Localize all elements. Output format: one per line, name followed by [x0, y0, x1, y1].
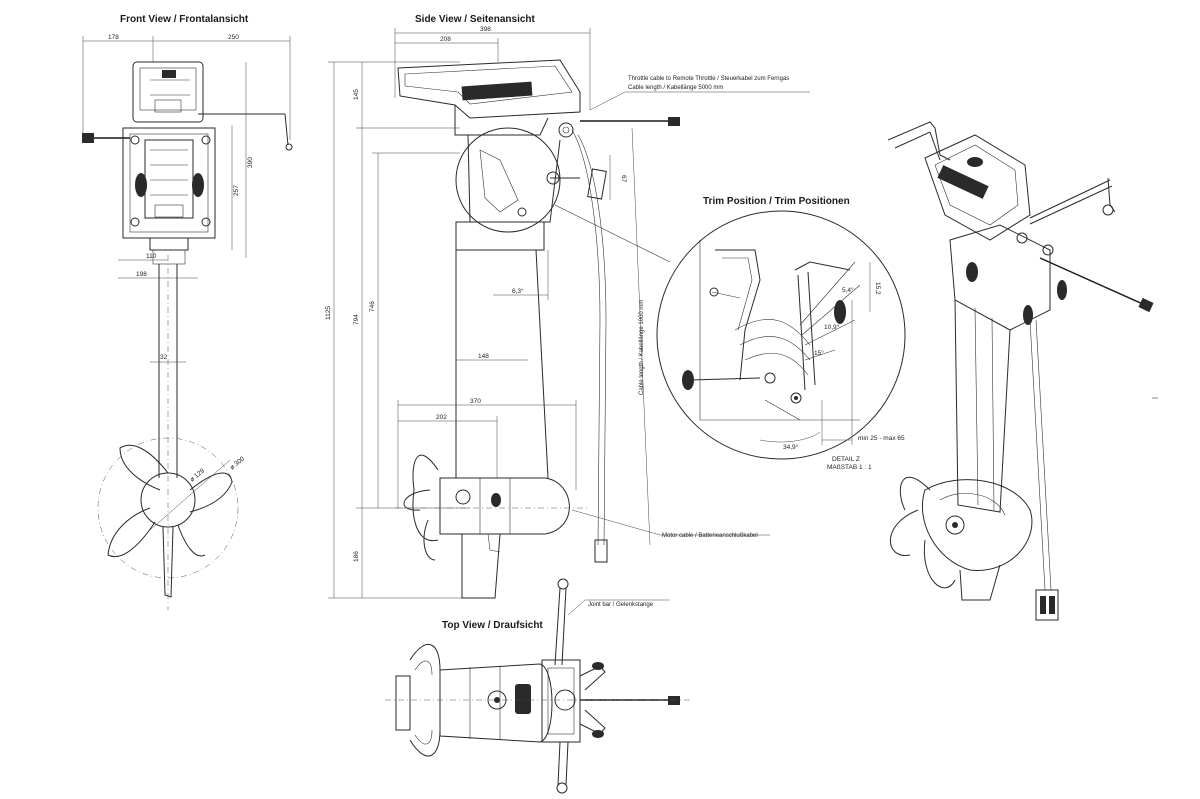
dim-side-148: 148 — [478, 353, 489, 360]
callout-throttle-length: Cable length / Kabellänge 5000 mm — [628, 85, 723, 91]
dim-trim-15: 15° — [814, 349, 824, 357]
trim-view-title: Trim Position / Trim Positionen — [703, 196, 850, 207]
side-view-title: Side View / Seitenansicht — [415, 14, 536, 25]
dim-trim-10-9: 10,9° — [824, 323, 840, 331]
dim-trim-15-2: 15,2 — [874, 282, 881, 295]
dim-front-198: 198 — [136, 271, 147, 278]
dim-front-250: 250 — [228, 34, 239, 41]
dim-front-390: 390 — [247, 157, 254, 168]
callout-motor-cable: Motor cable / Batterieanschlußkabel — [662, 533, 758, 539]
dim-front-257: 257 — [233, 185, 240, 196]
dim-side-145: 145 — [353, 89, 360, 100]
dim-side-202: 202 — [436, 414, 447, 421]
side-view: Side View / Seitenansicht 398 208 1125 1… — [325, 14, 810, 599]
dim-trim-34-9: 34,9° — [783, 443, 799, 451]
dim-side-208: 208 — [440, 36, 451, 43]
isometric-view — [887, 121, 1154, 621]
dim-side-398: 398 — [480, 26, 491, 33]
dim-front-110: 110 — [146, 253, 157, 260]
dim-side-370: 370 — [470, 398, 481, 405]
dim-side-186: 186 — [353, 551, 360, 562]
trim-detail: Trim Position / Trim Positionen 5,4° 15,… — [656, 196, 906, 471]
dim-side-1125: 1125 — [325, 306, 332, 320]
dim-front-32: 32 — [160, 354, 168, 361]
dim-front-129: ø 129 — [189, 467, 207, 483]
callout-joint-bar: Joint bar / Gelenkstange — [588, 602, 654, 608]
dim-side-67: 67 — [620, 175, 627, 183]
front-view: Front View / Frontalansicht 178 250 — [82, 14, 293, 610]
top-view: Top View / Draufsicht Joint bar / Gelenk… — [385, 578, 690, 794]
detail-scale: MAßSTAB 1 : 1 — [827, 464, 872, 471]
dim-side-794: 794 — [353, 314, 360, 325]
dim-front-300: ø 300 — [229, 455, 247, 471]
dim-front-178: 178 — [108, 34, 119, 41]
top-view-title: Top View / Draufsicht — [442, 620, 543, 631]
dim-side-746: 746 — [369, 301, 376, 312]
dim-side-6-3: 6,3° — [512, 287, 524, 295]
dim-trim-5-4: 5,4° — [842, 286, 854, 294]
callout-throttle-cable: Throttle cable to Remote Throttle / Steu… — [628, 76, 789, 82]
detail-label: DETAIL Z — [832, 456, 860, 463]
callout-motor-cable-length: Cable length / Kabellänge 1000 mm — [639, 300, 645, 395]
front-view-title: Front View / Frontalansicht — [120, 14, 249, 25]
dim-trim-minmax: min 25 - max 65 — [858, 435, 905, 442]
